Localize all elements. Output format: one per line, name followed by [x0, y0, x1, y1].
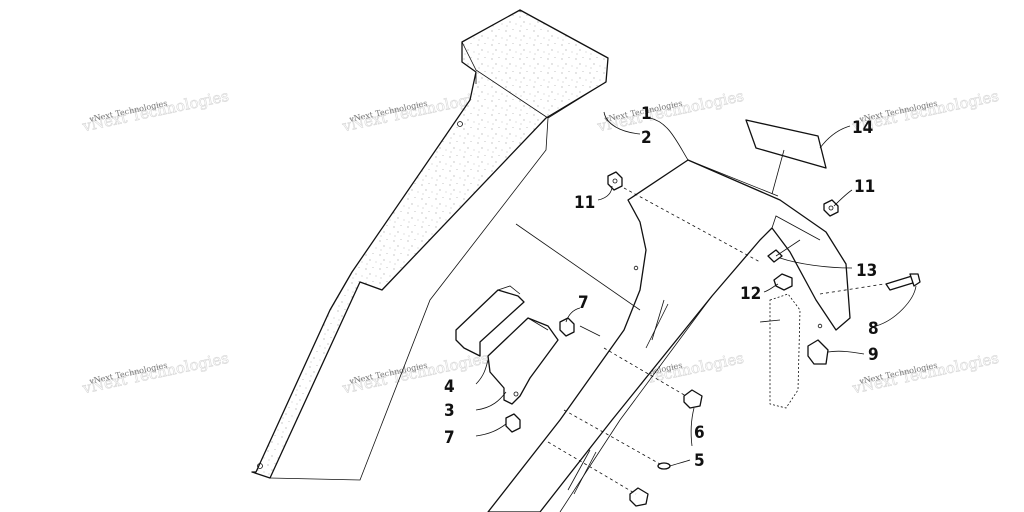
callout-11-right: 11	[854, 177, 875, 197]
callout-4: 4	[444, 377, 455, 397]
callout-11-left: 11	[574, 193, 595, 213]
nut-7-bottom	[505, 413, 521, 433]
callouts: 1 2 11 11 14 13 12 8 9 7 4 3 7 6 5	[444, 104, 879, 471]
main-panel-part	[487, 159, 851, 512]
callout-7-bottom: 7	[444, 428, 455, 448]
foam-hole-top	[457, 121, 463, 127]
callout-5: 5	[694, 451, 705, 471]
callout-3: 3	[444, 401, 455, 421]
bracket-3-hole	[513, 391, 519, 397]
callout-1: 1	[641, 104, 652, 124]
bolt-bottom	[629, 487, 649, 507]
decal-part	[745, 119, 827, 169]
foam-hole-bottom	[257, 463, 263, 469]
watermark-5: vNext Technologies vNext Technologies	[80, 349, 231, 398]
bracket-4-part	[455, 285, 525, 357]
callout-6: 6	[694, 423, 705, 443]
clip-9	[807, 339, 829, 365]
callout-14: 14	[852, 118, 873, 138]
panel-hole-2	[817, 323, 823, 329]
leader-lines	[475, 111, 917, 467]
watermark-6: vNext Technologies vNext Technologies	[340, 349, 491, 398]
bolt-8	[885, 273, 921, 291]
bracket-3-part	[487, 317, 559, 405]
callout-2: 2	[641, 128, 652, 148]
assembly-lines	[515, 149, 885, 495]
nut-11-right	[823, 199, 839, 217]
screw-13	[767, 239, 801, 263]
hardware	[505, 171, 921, 507]
foam-pad-part	[251, 9, 609, 481]
callout-12: 12	[740, 284, 761, 304]
nut-11-left	[607, 171, 623, 191]
panel-hole-1	[633, 265, 639, 271]
nut-7-top	[559, 317, 575, 337]
callout-7-top: 7	[578, 293, 589, 313]
bracket-plate-part	[759, 293, 801, 409]
bolt-6	[683, 389, 703, 409]
watermark-1: vNext Technologies vNext Technologies	[80, 87, 231, 136]
callout-13: 13	[856, 261, 877, 281]
callout-8: 8	[868, 319, 879, 339]
bolt-12	[773, 273, 793, 291]
callout-9: 9	[868, 345, 879, 365]
